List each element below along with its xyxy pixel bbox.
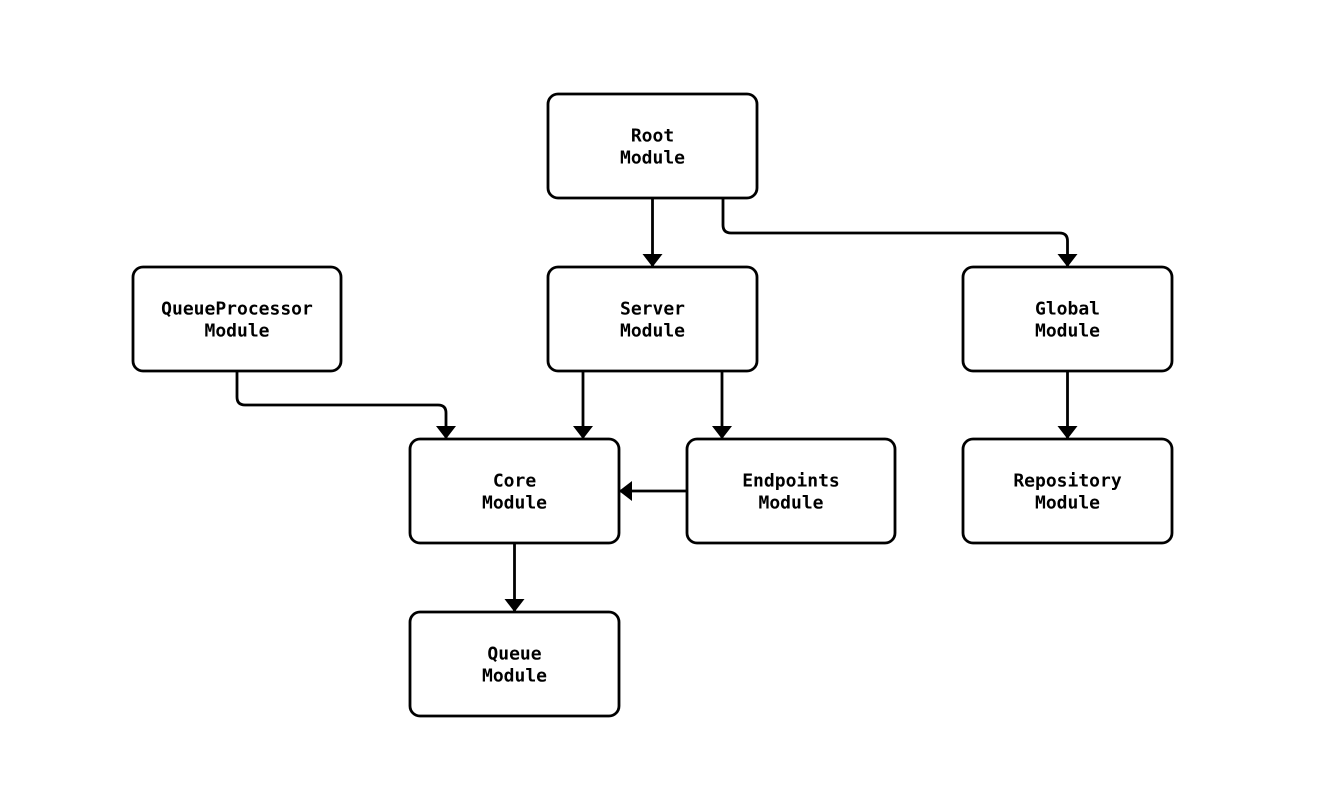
node-server-label-line-2: Module xyxy=(620,321,685,342)
node-queueprocessor-label-line-1: QueueProcessor xyxy=(161,299,313,320)
node-queue-label-line-2: Module xyxy=(482,666,547,687)
node-repository-box xyxy=(961,437,1174,545)
node-root-label-line-1: Root xyxy=(631,126,674,147)
node-endpoints-box xyxy=(685,437,897,545)
node-endpoints-label-line-2: Module xyxy=(758,493,823,514)
node-queueprocessor-box xyxy=(131,265,343,373)
edge-queueprocessor-to-core xyxy=(235,371,456,439)
edges-layer xyxy=(235,198,1078,612)
node-repository-label-line-2: Module xyxy=(1035,493,1100,514)
node-queue-label-line-1: Queue xyxy=(487,644,541,665)
node-server-box xyxy=(546,265,759,373)
node-global-box xyxy=(961,265,1174,373)
node-queue-box xyxy=(408,610,621,718)
node-core-label-line-1: Core xyxy=(493,471,537,492)
node-repository-label-line-1: Repository xyxy=(1013,471,1122,492)
node-root-label-line-2: Module xyxy=(620,148,685,169)
edge-root-to-global xyxy=(721,198,1078,267)
node-global-label-line-2: Module xyxy=(1035,321,1100,342)
node-core-box xyxy=(408,437,621,545)
node-server-label-line-1: Server xyxy=(620,299,685,320)
node-queueprocessor-label-line-2: Module xyxy=(204,321,269,342)
node-core-label-line-2: Module xyxy=(482,493,547,514)
node-global-label-line-1: Global xyxy=(1035,299,1100,320)
node-root-box xyxy=(546,92,759,200)
node-endpoints-label-line-1: Endpoints xyxy=(742,471,840,492)
